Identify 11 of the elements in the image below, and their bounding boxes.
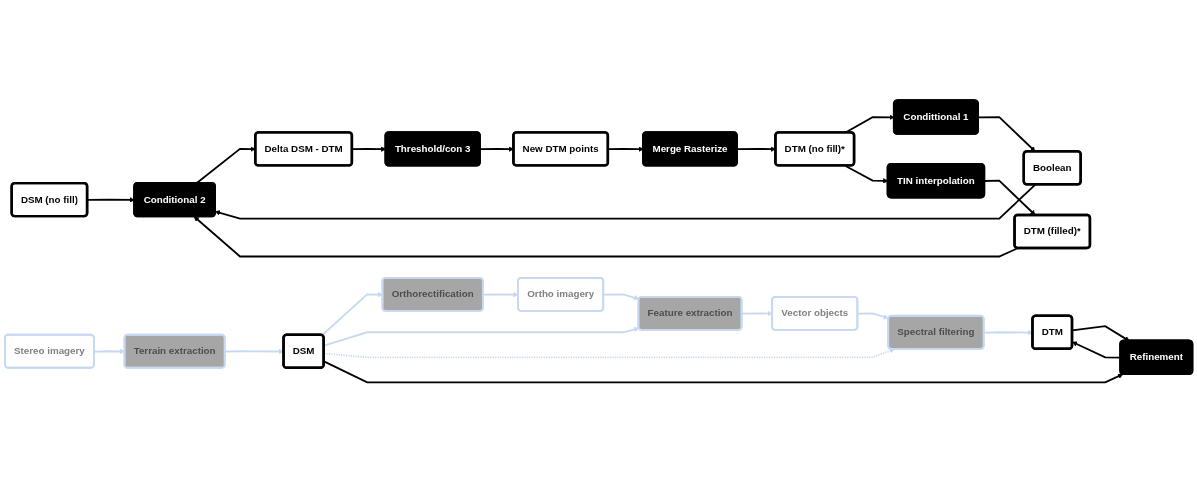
arrow xyxy=(321,291,383,337)
arrow xyxy=(977,116,1036,152)
arrow xyxy=(736,146,776,152)
arrow xyxy=(479,146,514,152)
arrow xyxy=(323,348,895,359)
arrow xyxy=(193,216,1019,258)
arrow xyxy=(983,329,1033,336)
arrow xyxy=(607,146,644,152)
arrow xyxy=(482,291,519,298)
arrow xyxy=(323,360,1124,384)
arrow xyxy=(323,326,640,347)
